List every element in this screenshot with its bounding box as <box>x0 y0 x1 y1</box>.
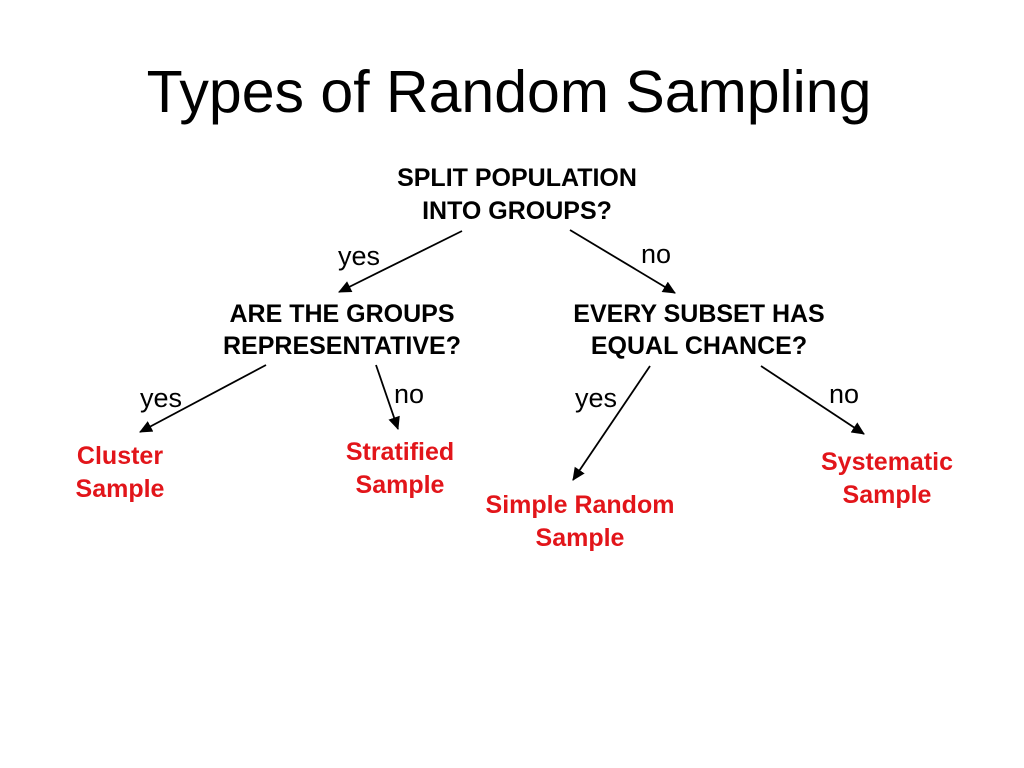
node-groups-representative-line1: ARE THE GROUPS <box>229 300 455 328</box>
edge-label-left-yes: yes <box>140 383 183 413</box>
node-equal-chance-line1: EVERY SUBSET HAS <box>573 300 825 328</box>
slide-title: Types of Random Sampling <box>146 59 872 125</box>
leaf-cluster-sample-line2: Sample <box>75 475 165 503</box>
edge-label-right-no: no <box>829 379 860 409</box>
leaf-systematic-sample-line2: Sample <box>842 481 932 509</box>
leaf-simple-random-sample: Simple Random Sample <box>486 489 675 555</box>
edge-label-root-yes: yes <box>338 241 381 271</box>
node-groups-representative-line2: REPRESENTATIVE? <box>223 332 461 360</box>
edge-label-left-no: no <box>394 379 425 409</box>
edge-label-root-no: no <box>641 239 672 269</box>
leaf-stratified-sample: Stratified Sample <box>346 436 454 502</box>
edge-label-right-yes: yes <box>575 383 618 413</box>
node-equal-chance: EVERY SUBSET HAS EQUAL CHANCE? <box>573 298 824 362</box>
leaf-cluster-sample-line1: Cluster <box>76 442 164 470</box>
leaf-systematic-sample-line1: Systematic <box>820 448 954 476</box>
leaf-simple-random-sample-line1: Simple Random <box>485 491 675 519</box>
node-split-population-line1: SPLIT POPULATION <box>397 164 637 192</box>
leaf-stratified-sample-line2: Sample <box>355 471 445 499</box>
leaf-cluster-sample: Cluster Sample <box>76 440 165 506</box>
node-split-population-line2: INTO GROUPS? <box>422 197 612 225</box>
node-groups-representative: ARE THE GROUPS REPRESENTATIVE? <box>223 298 461 362</box>
leaf-simple-random-sample-line2: Sample <box>535 524 625 552</box>
leaf-stratified-sample-line1: Stratified <box>345 438 455 466</box>
node-equal-chance-line2: EQUAL CHANCE? <box>590 332 808 360</box>
node-split-population: SPLIT POPULATION INTO GROUPS? <box>397 162 637 228</box>
leaf-systematic-sample: Systematic Sample <box>821 446 953 512</box>
